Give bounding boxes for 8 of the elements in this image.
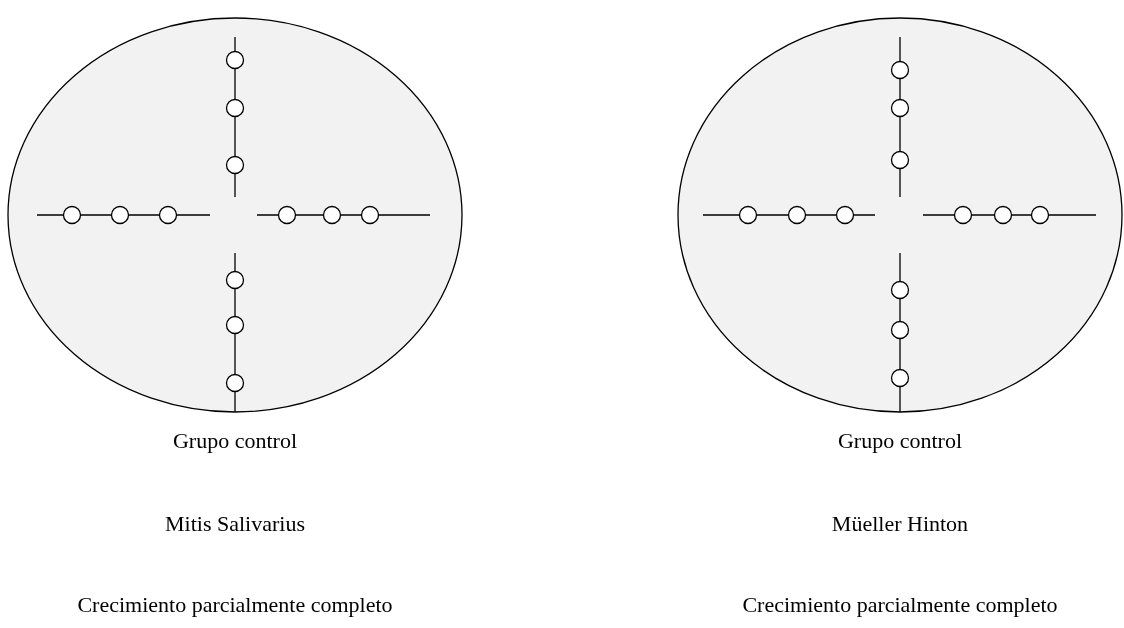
caption-text: Mitis Salivarius <box>165 513 305 535</box>
petri-dish-drawing <box>6 16 464 414</box>
caption-text: Crecimiento parcialmente completo <box>77 594 393 616</box>
caption-text: Grupo control <box>838 430 962 452</box>
caption-text: Crecimiento parcialmente completo <box>742 594 1058 616</box>
caption-text: Müeller Hinton <box>831 513 969 535</box>
caption-text: Grupo control <box>173 430 297 452</box>
petri-dish-drawing <box>676 16 1124 414</box>
